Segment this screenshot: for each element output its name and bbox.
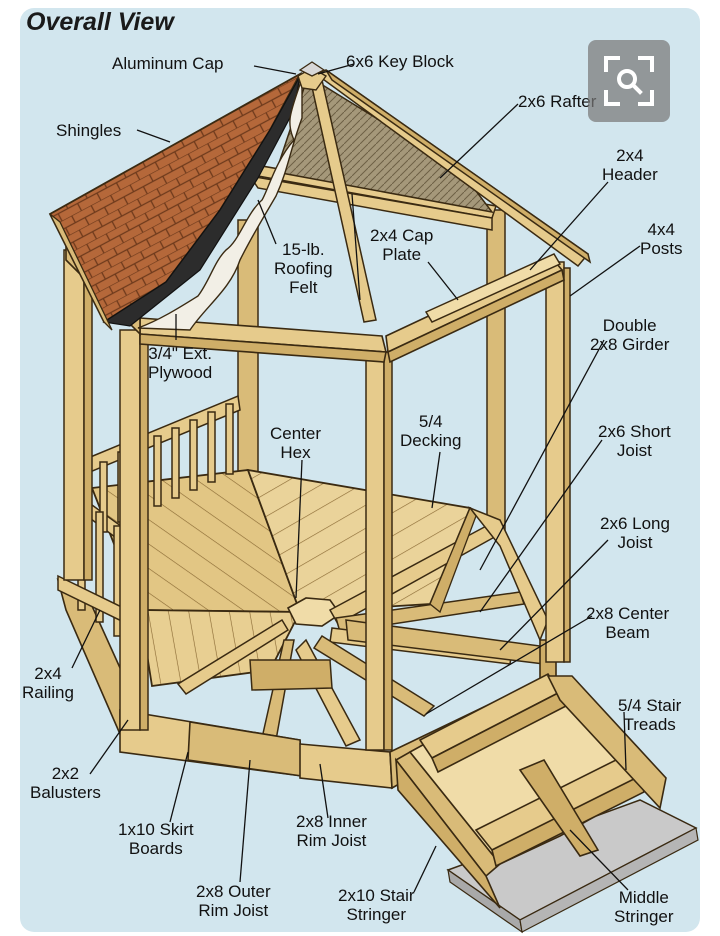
label-cap-plate: 2x4 Cap Plate <box>370 226 434 264</box>
label-aluminum-cap: Aluminum Cap <box>112 54 224 73</box>
label-stair-treads: 5/4 Stair Treads <box>618 696 682 734</box>
post-front-left <box>119 329 149 731</box>
image-search-button[interactable] <box>588 40 670 122</box>
label-shingles: Shingles <box>56 121 122 140</box>
roof-fascia <box>49 213 113 331</box>
label-double-girder: Double 2x8 Girder <box>590 316 670 354</box>
label-middle-stringer: Middle Stringer <box>614 888 674 926</box>
label-skirt-boards: 1x10 Skirt Boards <box>118 820 194 858</box>
leader-lines <box>71 63 641 893</box>
label-inner-rim-joist: 2x8 Inner Rim Joist <box>296 812 367 850</box>
label-posts: 4x4 Posts <box>640 220 683 258</box>
aluminum-cap <box>298 61 326 77</box>
label-short-joist: 2x6 Short Joist <box>598 422 671 460</box>
post-front-center <box>365 351 393 751</box>
cap-plate <box>424 253 562 323</box>
label-center-beam: 2x8 Center Beam <box>586 604 670 642</box>
label-key-block: 6x6 Key Block <box>346 52 454 71</box>
diagram-title: Overall View <box>26 8 174 36</box>
roof-felt <box>102 75 301 327</box>
label-long-joist: 2x6 Long Joist <box>600 514 670 552</box>
label-decking: 5/4 Decking <box>400 412 462 450</box>
label-outer-rim-joist: 2x8 Outer Rim Joist <box>196 882 271 920</box>
label-balusters: 2x2 Balusters <box>30 764 101 802</box>
inner-rim-joist <box>467 506 549 642</box>
label-railing: 2x4 Railing <box>22 664 74 702</box>
post-left <box>63 249 93 581</box>
image-search-icon <box>604 56 654 106</box>
label-stair-stringer: 2x10 Stair Stringer <box>338 886 415 924</box>
post-right <box>545 261 571 663</box>
label-plywood: 3/4" Ext. Plywood <box>148 344 213 382</box>
label-center-hex: Center Hex <box>270 424 322 462</box>
label-roofing-felt: 15-lb. Roofing Felt <box>274 240 333 297</box>
stairs <box>394 672 667 909</box>
label-rafter: 2x6 Rafter <box>518 92 597 111</box>
rafters <box>309 69 592 323</box>
roof-plywood <box>137 77 303 331</box>
label-header: 2x4 Header <box>602 146 658 184</box>
